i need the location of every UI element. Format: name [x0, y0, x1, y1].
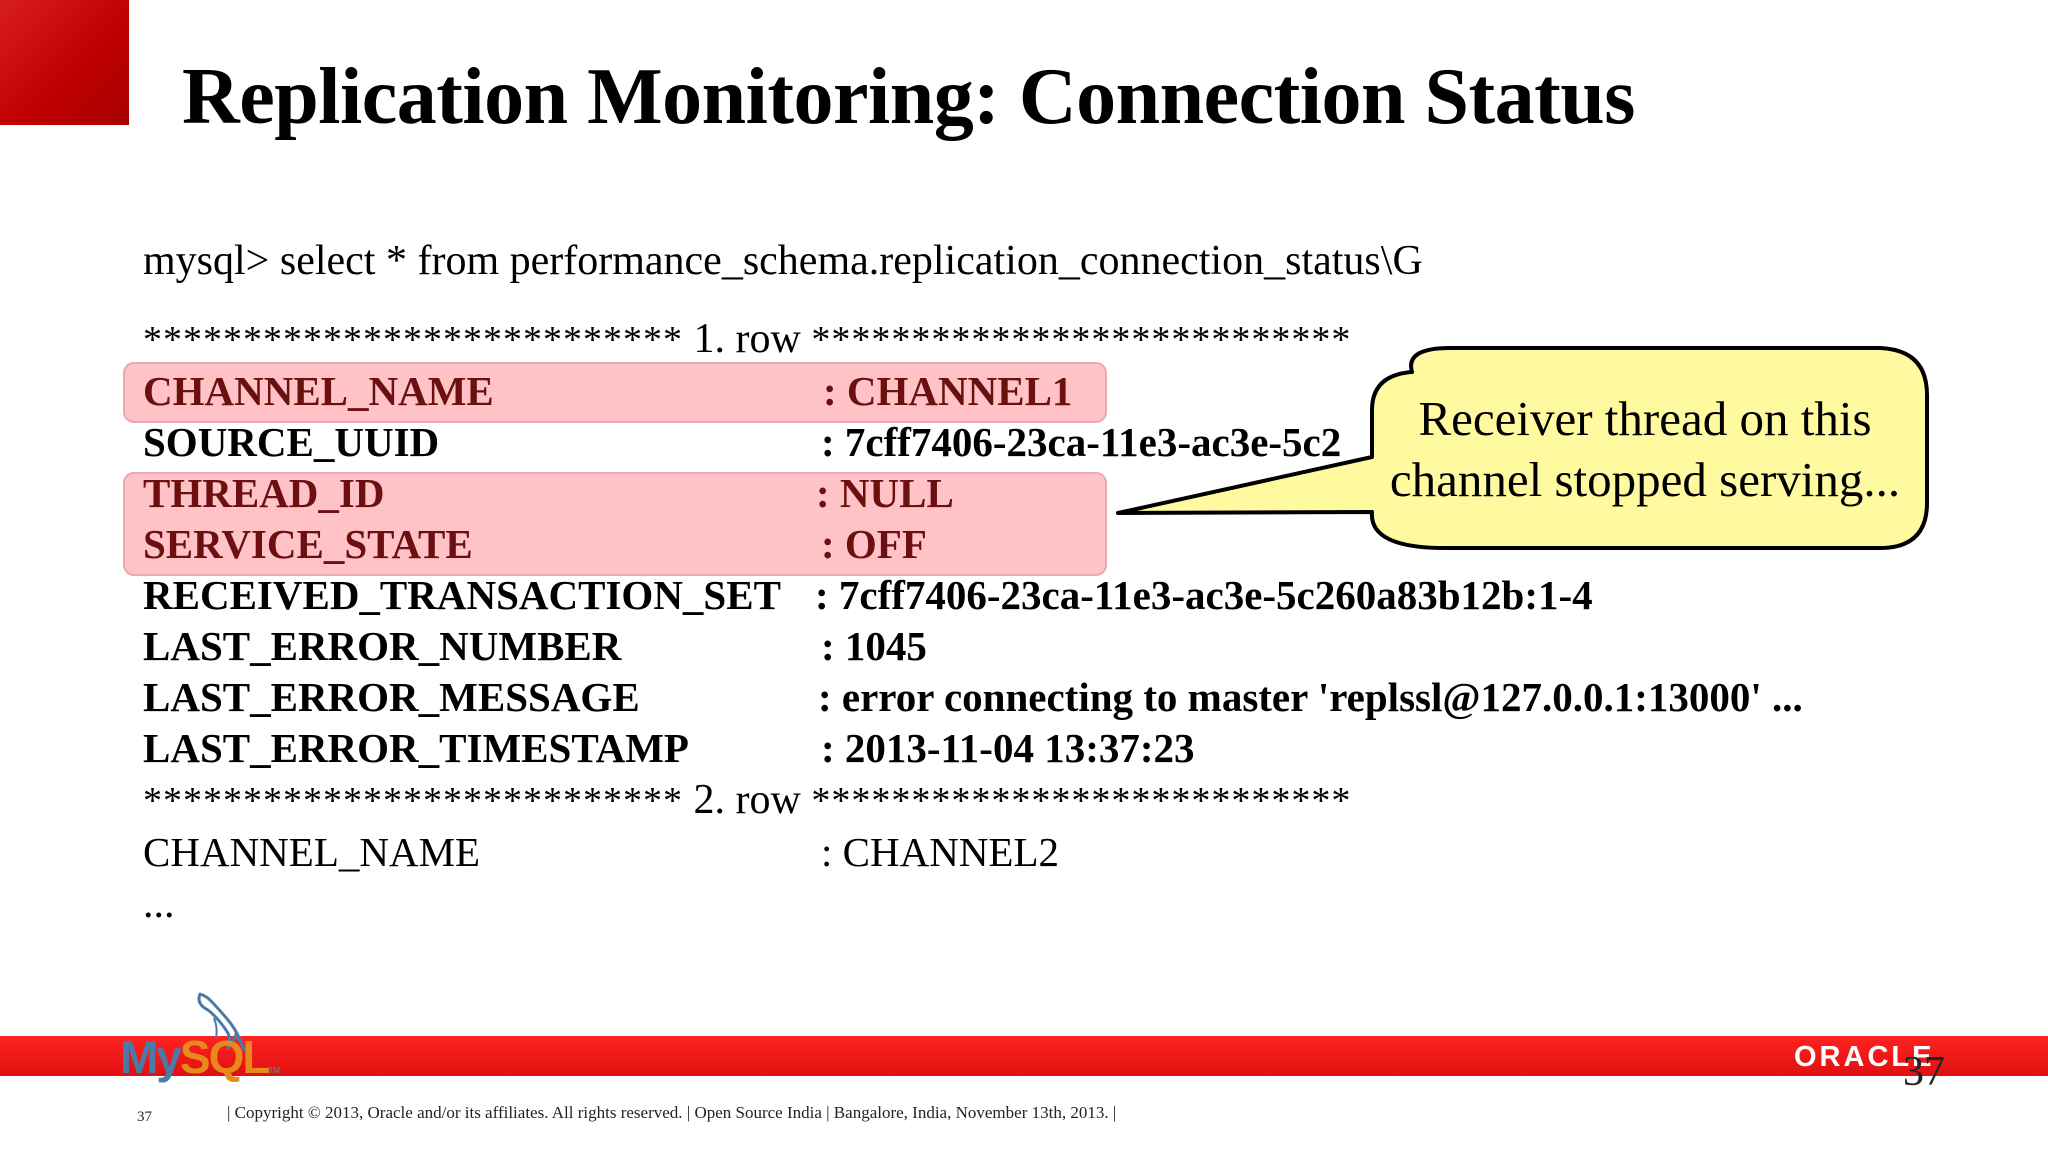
footer-red-band [0, 1036, 2048, 1076]
callout-text: Receiver thread on this channel stopped … [1382, 388, 1908, 510]
field-key: SOURCE_UUID [143, 419, 440, 465]
separator-stars-left: *************************** [143, 780, 683, 822]
field-value: : 7cff7406-23ca-11e3-ac3e-5c260a83b12b:1… [815, 572, 1593, 618]
callout-line-2: channel stopped serving... [1389, 452, 1901, 507]
field-value: : OFF [821, 521, 927, 567]
copyright-footer: | Copyright © 2013, Oracle and/or its af… [227, 1103, 1117, 1122]
mysql-logo-tm: TM [268, 1066, 281, 1075]
field-value: : 2013-11-04 13:37:23 [821, 725, 1195, 771]
mysql-logo-sql: SQL [179, 1031, 271, 1083]
highlight-thread-state [123, 472, 1107, 576]
highlight-channel-name [123, 362, 1107, 423]
mysql-dolphin-icon [197, 992, 246, 1052]
callout-line-1: Receiver thread on this [1418, 391, 1872, 446]
corner-accent-block [0, 0, 129, 125]
field-key: THREAD_ID [143, 470, 385, 516]
oracle-logo: ORACLE [1794, 1041, 1935, 1073]
field-key: LAST_ERROR_TIMESTAMP [143, 725, 689, 771]
separator-stars-right: *************************** [811, 319, 1352, 361]
mysql-logo: MySQLTM [120, 1034, 280, 1094]
row-2-separator: *************************** 2. row *****… [143, 776, 1351, 824]
separator-stars-left: *************************** [143, 319, 683, 361]
field-key: CHANNEL_NAME [143, 829, 481, 875]
field-key: SERVICE_STATE [143, 521, 473, 567]
slide-title: Replication Monitoring: Connection Statu… [182, 53, 1635, 141]
field-value: : error connecting to master 'replssl@12… [818, 674, 1803, 720]
field-key: LAST_ERROR_MESSAGE [143, 674, 640, 720]
field-value: : 7cff7406-23ca-11e3-ac3e-5c2 [821, 419, 1342, 465]
continuation-ellipsis: ... [143, 881, 175, 927]
sql-query-line: mysql> select * from performance_schema.… [143, 238, 1423, 284]
field-value: : CHANNEL2 [821, 829, 1060, 875]
separator-label: 2. row [683, 777, 812, 823]
field-value: : 1045 [821, 623, 927, 669]
field-key: RECEIVED_TRANSACTION_SET [143, 572, 781, 618]
field-key: LAST_ERROR_NUMBER [143, 623, 622, 669]
separator-stars-right: *************************** [811, 780, 1352, 822]
separator-label: 1. row [683, 316, 812, 362]
page-number-large: 37 [1903, 1049, 1945, 1095]
row-1-separator: *************************** 1. row *****… [143, 315, 1351, 363]
field-value: : CHANNEL1 [823, 368, 1073, 414]
field-key: CHANNEL_NAME [143, 368, 494, 414]
mysql-logo-my: My [120, 1031, 182, 1083]
page-number-small: 37 [137, 1109, 152, 1125]
field-value: : NULL [816, 470, 954, 516]
